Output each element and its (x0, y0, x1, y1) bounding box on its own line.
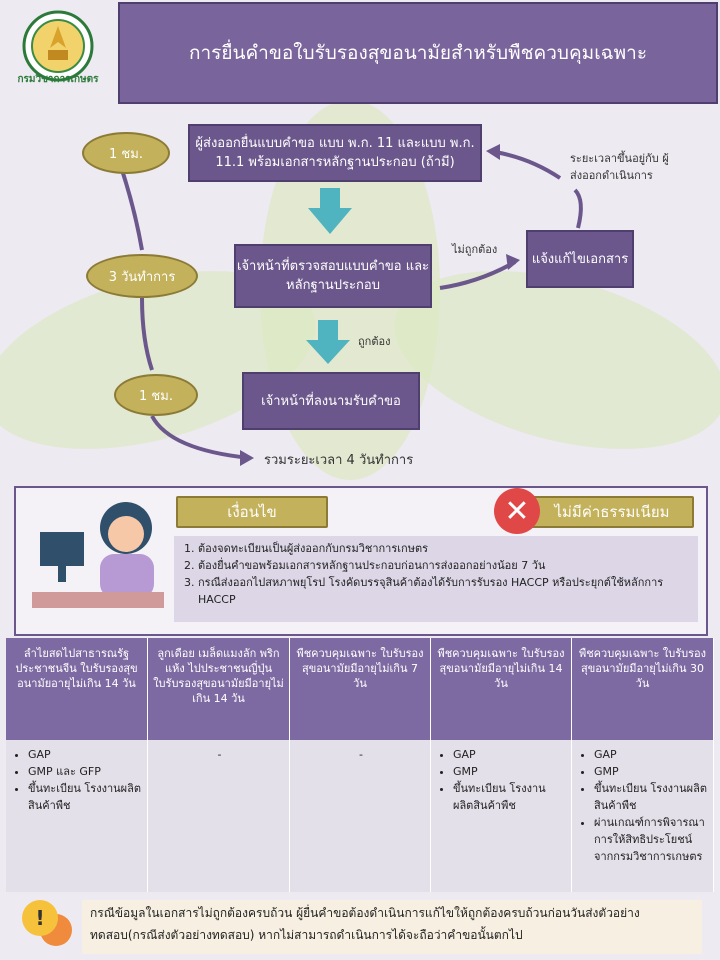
table-header: พืชควบคุมเฉพาะ ใบรับรองสุขอนามัยมีอายุไม… (431, 638, 572, 740)
label-total-time: รวมระยะเวลา 4 วันทำการ (264, 453, 414, 468)
department-seal-icon (22, 10, 94, 82)
condition-item: ต้องจดทะเบียนเป็นผู้ส่งออกกับกรมวิชาการเ… (198, 540, 690, 557)
step-fix-documents: แจ้งแก้ไขเอกสาร (526, 230, 634, 288)
list-item: GAP (453, 746, 565, 763)
page-title: การยื่นคำขอใบรับรองสุขอนามัยสำหรับพืชควบ… (118, 2, 718, 104)
time-badge-2: 3 วันทำการ (86, 254, 198, 298)
warning-speech-icon: ! (22, 900, 72, 946)
no-fee-icon: ✕ (494, 488, 540, 534)
table-header: พืชควบคุมเฉพาะ ใบรับรองสุขอนามัยมีอายุไม… (290, 638, 431, 740)
condition-item: กรณีส่งออกไปสหภาพยุโรป โรงคัดบรรจุสินค้า… (198, 574, 690, 608)
time-badge-1: 1 ชม. (82, 132, 170, 174)
list-item: ขึ้นทะเบียน โรงงานผลิตสินค้าพืช (594, 780, 707, 814)
step-review-documents: เจ้าหน้าที่ตรวจสอบแบบคำขอ และหลักฐานประก… (234, 244, 432, 308)
label-depends-on-exporter: ระยะเวลาขึ้นอยู่กับ ผู้ส่งออกดำเนินการ (570, 152, 669, 182)
condition-item: ต้องยื่นคำขอพร้อมเอกสารหลักฐานประกอบก่อน… (198, 557, 690, 574)
logo-text: กรมวิชาการเกษตร (17, 74, 99, 85)
list-item: ผ่านเกณฑ์การพิจารณาการให้สิทธิประโยชน์จา… (594, 814, 707, 865)
table-header: ลำไยสดไปสาธารณรัฐประชาชนจีน ใบรับรองสุขอ… (6, 638, 148, 740)
table-cell: - (148, 740, 290, 892)
list-item: ขึ้นทะเบียน โรงงานผลิตสินค้าพืช (28, 780, 141, 814)
step-fix-documents-text: แจ้งแก้ไขเอกสาร (531, 251, 629, 267)
label-incorrect: ไม่ถูกต้อง (452, 243, 498, 256)
step-sign-receipt: เจ้าหน้าที่ลงนามรับคำขอ (242, 372, 420, 430)
logo: กรมวิชาการเกษตร (17, 8, 99, 88)
table-cell: GAP GMP ขึ้นทะเบียน โรงงานผลิตสินค้าพืช … (572, 740, 714, 892)
table-cell: GAP GMP ขึ้นทะเบียน โรงงานผลิตสินค้าพืช (431, 740, 572, 892)
table-cell: - (290, 740, 431, 892)
flow-connectors (120, 144, 583, 466)
table-header: ลูกเดือย เมล็ดแมงลัก พริกแห้ง ไปประชาชนญ… (148, 638, 290, 740)
officer-illustration-icon (32, 502, 164, 608)
bottom-note: กรณีข้อมูลในเอกสารไม่ถูกต้องครบถ้วน ผู้ย… (82, 900, 702, 954)
conditions-list: ต้องจดทะเบียนเป็นผู้ส่งออกกับกรมวิชาการเ… (174, 536, 698, 622)
list-item: GMP และ GFP (28, 763, 141, 780)
requirements-table: ลำไยสดไปสาธารณรัฐประชาชนจีน ใบรับรองสุขอ… (6, 638, 714, 892)
list-item: GMP (594, 763, 707, 780)
list-item: GAP (594, 746, 707, 763)
svg-text:!: ! (35, 906, 44, 930)
table-cell: GAP GMP และ GFP ขึ้นทะเบียน โรงงานผลิตสิ… (6, 740, 148, 892)
page-title-text: การยื่นคำขอใบรับรองสุขอนามัยสำหรับพืชควบ… (188, 41, 648, 64)
step-submit-request-text: ผู้ส่งออกยื่นแบบคำขอ แบบ พ.ก. 11 และแบบ … (195, 136, 475, 170)
list-item: GAP (28, 746, 141, 763)
step-submit-request: ผู้ส่งออกยื่นแบบคำขอ แบบ พ.ก. 11 และแบบ … (188, 124, 482, 182)
table-header: พืชควบคุมเฉพาะ ใบรับรองสุขอนามัยมีอายุไม… (572, 638, 714, 740)
list-item: GMP (453, 763, 565, 780)
time-badge-3: 1 ชม. (114, 374, 198, 416)
no-fee-label: ไม่มีค่าธรรมเนียม (530, 496, 694, 528)
label-correct: ถูกต้อง (358, 335, 391, 348)
conditions-title: เงื่อนไข (176, 496, 328, 528)
step-sign-receipt-text: เจ้าหน้าที่ลงนามรับคำขอ (261, 393, 401, 409)
step-review-documents-text: เจ้าหน้าที่ตรวจสอบแบบคำขอ และหลักฐานประก… (236, 259, 430, 293)
list-item: ขึ้นทะเบียน โรงงานผลิตสินค้าพืช (453, 780, 565, 814)
